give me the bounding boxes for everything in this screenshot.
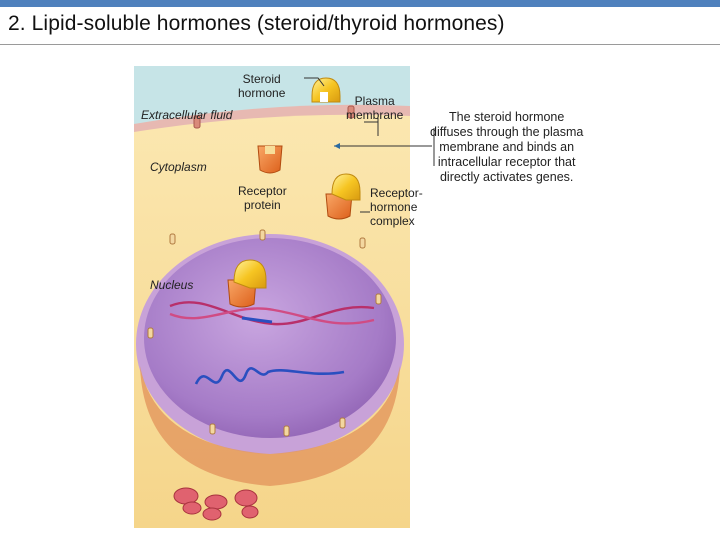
receptor-hormone-complex-icon	[325, 173, 361, 220]
label-plasma-membrane: Plasma membrane	[346, 94, 404, 122]
label-receptor-hormone-complex: Receptor- hormone complex	[370, 186, 423, 228]
nucleus-rim	[140, 366, 400, 486]
title-divider	[0, 44, 720, 45]
cell-diagram-svg	[134, 66, 410, 528]
nuclear-pores	[147, 229, 382, 437]
receptor-protein-icon	[257, 145, 283, 174]
label-receptor-protein: Receptor protein	[238, 184, 287, 212]
membrane-proteins	[193, 105, 355, 129]
label-extracellular-fluid: Extracellular fluid	[141, 108, 233, 122]
dna-helix	[169, 301, 375, 326]
label-nucleus: Nucleus	[150, 278, 194, 292]
slide-title: 2. Lipid-soluble hormones (steroid/thyro…	[8, 12, 505, 35]
membrane-leaders	[334, 118, 435, 166]
new-proteins	[173, 487, 259, 521]
label-steroid-hormone: Steroid hormone	[238, 72, 286, 100]
mrna-strand	[194, 367, 345, 385]
description-text: The steroid hormone diffuses through the…	[430, 110, 584, 184]
nuclear-complex-icon	[227, 259, 267, 308]
label-cytoplasm: Cytoplasm	[150, 160, 207, 174]
cell-illustration	[134, 66, 410, 528]
nucleus-interior	[144, 238, 396, 438]
top-accent-bar	[0, 0, 720, 7]
steroid-hormone-icon	[311, 77, 341, 103]
